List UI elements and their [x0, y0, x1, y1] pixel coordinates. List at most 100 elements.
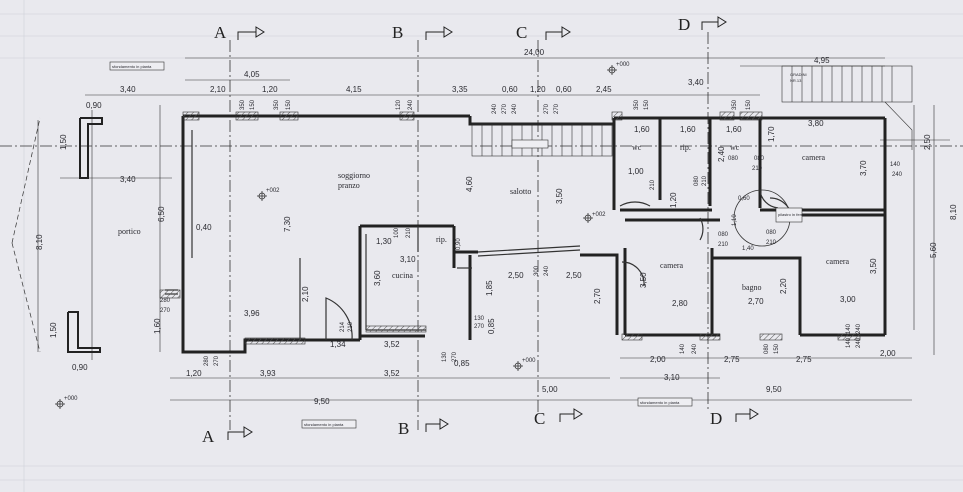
dim-left-1: 3,40: [120, 175, 136, 184]
dim-sal-1-85: 1,85: [485, 280, 494, 296]
dim-wc-080: 080: [694, 175, 700, 186]
dim-wc-210b: 210: [702, 175, 708, 186]
dim-bottom-r1r-3: 2,00: [880, 349, 896, 358]
dim-camL-3-50: 3,50: [639, 272, 648, 288]
dim-bag-2-20: 2,20: [779, 278, 788, 294]
room-cucina: cucina: [392, 271, 413, 280]
dim-r2-0: 4,05: [244, 70, 260, 79]
top-wall-label-5: 240: [408, 99, 414, 110]
top-wall-label-9: 270: [544, 103, 550, 114]
dim-bottom-r2-0: 3,10: [664, 373, 680, 382]
dim-camR-140: 140: [846, 337, 852, 348]
note-sign-bottom-right: sfondamento in pianta: [640, 400, 680, 405]
dim-bottom-r1r-0: 2,00: [650, 355, 666, 364]
bottom-wall-labels: 280 270 130 270 140 240 080 150 140 240: [204, 323, 862, 366]
dim-wc-2-40: 2,40: [717, 146, 726, 162]
dim-r3-8: 2,45: [596, 85, 612, 94]
dim-3-96: 3,96: [244, 309, 260, 318]
dim-wc-210: 210: [650, 179, 656, 190]
hatched-walls: [159, 111, 861, 345]
dim-bottom-r3-0: 9,50: [314, 397, 330, 406]
section-b-top: B: [392, 23, 403, 42]
dim-wc-080b: 080: [728, 156, 739, 162]
dim-r3-5: 0,60: [502, 85, 518, 94]
dim-camR-240: 240: [856, 337, 862, 348]
dim-bottom-r1r-2: 2,75: [796, 355, 812, 364]
dim-270: 270: [160, 308, 171, 314]
level-markers: [55, 65, 617, 409]
dim-wc-080c: 080: [754, 156, 765, 162]
dim-r3-2: 1,20: [262, 85, 278, 94]
top-wall-label-8: 240: [512, 103, 518, 114]
note-sign-top-left: sfondamento in pianta: [112, 64, 152, 69]
dim-r3-7: 0,60: [556, 85, 572, 94]
dim-kit-1-30: 1,30: [376, 237, 392, 246]
top-wall-label-2: 350: [274, 99, 280, 110]
dim-camL-2-80: 2,80: [672, 299, 688, 308]
section-c-bottom: C: [534, 409, 545, 428]
dim-sal-3-50: 3,50: [555, 188, 564, 204]
dim-bag-2-70: 2,70: [748, 297, 764, 306]
section-a-bottom: A: [202, 427, 215, 446]
dim-total-top: 24,00: [524, 48, 545, 57]
dim-0-40: 0,40: [196, 223, 212, 232]
bottom-wall-label-3: 270: [452, 351, 458, 362]
room-salotto: salotto: [510, 187, 531, 196]
top-wall-label-4: 120: [396, 99, 402, 110]
room-rip-top: rip.: [680, 143, 691, 152]
dim-cam-3-80: 3,80: [808, 119, 824, 128]
bottom-wall-label-1: 270: [214, 355, 220, 366]
dim-sal-2-50: 2,50: [508, 271, 524, 280]
dim-left-4: 1,50: [49, 322, 58, 338]
dim-wc-1-60c: 1,60: [726, 125, 742, 134]
dim-left-0: 1,50: [59, 134, 68, 150]
top-wall-label-12: 150: [644, 99, 650, 110]
level-left: +000: [64, 396, 78, 402]
section-a-top: A: [214, 23, 227, 42]
note-stairs-top: GRADINI: [790, 72, 807, 77]
dim-sal-130: 130: [474, 316, 485, 322]
dim-sal-2-50b: 2,50: [566, 271, 582, 280]
staircase-top-right: [781, 65, 913, 150]
dim-kit-214: 214: [340, 321, 346, 332]
bottom-wall-label-7: 150: [774, 343, 780, 354]
top-wall-label-10: 270: [554, 103, 560, 114]
dim-cor-080b: 080: [766, 230, 777, 236]
dim-wc-1-60a: 1,60: [634, 125, 650, 134]
level-top: +000: [616, 62, 630, 68]
dim-cor-1-20: 1,20: [669, 192, 678, 208]
note-stairs-bottom: NR.13: [790, 78, 802, 83]
room-wc-1: wc: [632, 143, 642, 152]
bottom-wall-label-8: 140: [846, 323, 852, 334]
room-wc-2: wc: [730, 143, 740, 152]
dim-right-1: 8,10: [949, 204, 958, 220]
dim-cam-240: 240: [892, 172, 903, 178]
dim-kit-100: 100: [394, 227, 400, 238]
note-boxes: [109, 61, 803, 429]
dim-r3-1: 2,10: [210, 85, 226, 94]
dim-sal-240: 240: [544, 265, 550, 276]
dim-1-60: 1,60: [153, 318, 162, 334]
dim-r3-4: 3,35: [452, 85, 468, 94]
dim-kit-210b: 210: [348, 321, 354, 332]
dim-sal-2-70: 2,70: [593, 288, 602, 304]
top-wall-label-7: 270: [502, 103, 508, 114]
dim-kit-3-10: 3,10: [400, 255, 416, 264]
dim-cor-0-60: 0,60: [738, 196, 750, 202]
top-wall-labels: 350 150 350 150 120 240 240 270 240 270 …: [240, 99, 752, 114]
dim-sal-4-60: 4,60: [465, 176, 474, 192]
bottom-wall-label-5: 240: [692, 343, 698, 354]
top-wall-label-0: 350: [240, 99, 246, 110]
dim-right-total-top: 4,95: [814, 56, 830, 65]
walls: [181, 114, 887, 354]
room-camera-left: camera: [660, 261, 684, 270]
section-b-bottom: B: [398, 419, 409, 438]
dim-7-30: 7,30: [283, 216, 292, 232]
top-wall-label-14: 150: [746, 99, 752, 110]
dim-r3-3: 4,15: [346, 85, 362, 94]
room-soggiorno: soggiorno: [338, 171, 370, 180]
section-d-bottom: D: [710, 409, 722, 428]
dim-2-10: 2,10: [301, 286, 310, 302]
top-wall-label-11: 350: [634, 99, 640, 110]
